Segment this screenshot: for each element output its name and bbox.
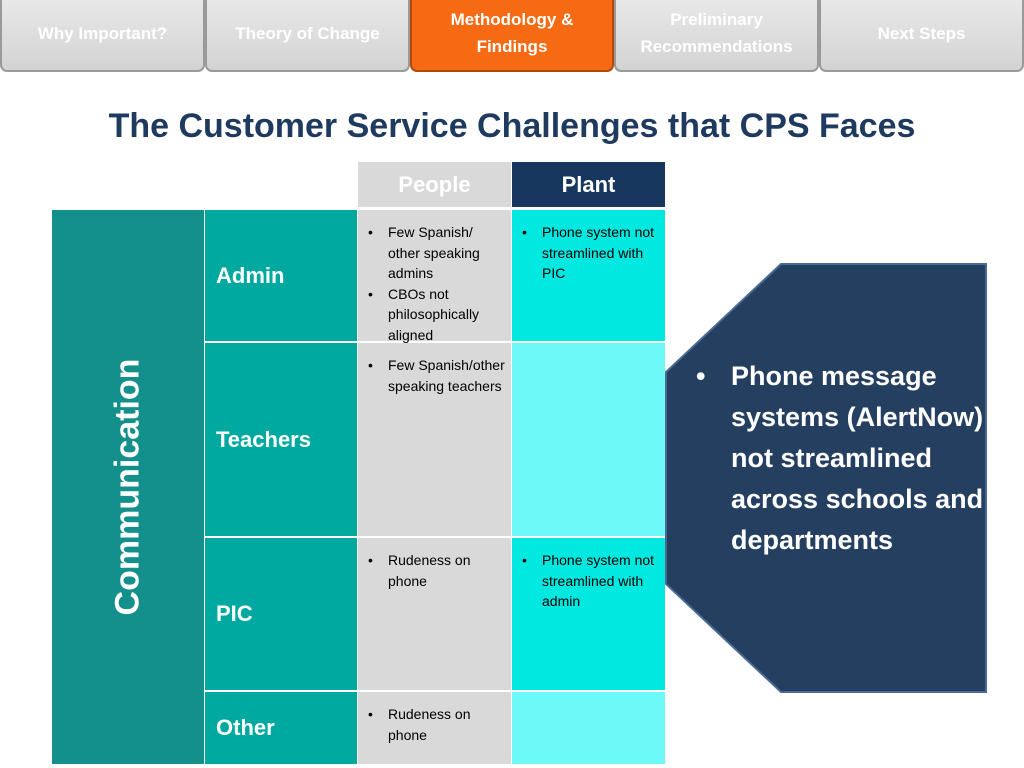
bullet-list: Few Spanish/ other speaking admins CBOs …: [366, 222, 505, 345]
column-header-label: People: [398, 171, 471, 197]
bullet-list: Few Spanish/other speaking teachers: [366, 355, 505, 396]
tab-theory-of-change[interactable]: Theory of Change: [205, 0, 410, 72]
tab-label: Next Steps: [877, 23, 966, 43]
row-label-teachers: Teachers: [205, 343, 357, 536]
row-label-pic: PIC: [205, 538, 357, 690]
group-label: Communication: [108, 358, 147, 616]
row-label-text: Other: [216, 715, 275, 740]
people-cell-teachers: Few Spanish/other speaking teachers: [358, 343, 511, 536]
column-header-plant: Plant: [512, 162, 665, 207]
people-cell-pic: Rudeness on phone: [358, 538, 511, 690]
plant-cell-pic: Phone system not streamlined with admin: [512, 538, 665, 690]
bullet-item: CBOs not philosophically aligned: [366, 284, 505, 346]
bullet-list: Rudeness on phone: [366, 704, 505, 745]
bullet-item: Phone system not streamlined with PIC: [520, 222, 659, 284]
page-title: The Customer Service Challenges that CPS…: [108, 107, 916, 145]
row-label-text: Teachers: [216, 426, 311, 452]
bullet-list: Phone system not streamlined with admin: [520, 550, 659, 612]
plant-cell-admin: Phone system not streamlined with PIC: [512, 210, 665, 341]
bullet-item: Few Spanish/ other speaking admins: [366, 222, 505, 284]
bullet-item: Few Spanish/other speaking teachers: [366, 355, 505, 396]
row-label-other: Other: [205, 692, 357, 764]
callout-bullet: Phone message systems (AlertNow) not str…: [696, 356, 986, 561]
people-cell-admin: Few Spanish/ other speaking admins CBOs …: [358, 210, 511, 343]
tab-why-important[interactable]: Why Important?: [0, 0, 205, 72]
tab-next-steps[interactable]: Next Steps: [819, 0, 1024, 72]
bullet-list: Phone system not streamlined with PIC: [520, 222, 659, 284]
tab-methodology-findings[interactable]: Methodology & Findings: [410, 0, 614, 72]
plant-cell-other: [512, 692, 665, 764]
bullet-item: Rudeness on phone: [366, 550, 505, 591]
column-header-people: People: [358, 162, 511, 207]
tab-label: Theory of Change: [235, 23, 380, 43]
people-cell-other: Rudeness on phone: [358, 692, 511, 764]
tab-preliminary-recommendations[interactable]: Preliminary Recommendations: [614, 0, 819, 72]
bullet-list: Rudeness on phone: [366, 550, 505, 591]
tab-label: Methodology & Findings: [450, 10, 574, 56]
callout-bullet-list: Phone message systems (AlertNow) not str…: [696, 356, 986, 561]
bullet-item: Rudeness on phone: [366, 704, 505, 745]
plant-cell-teachers: [512, 343, 665, 536]
bullet-item: Phone system not streamlined with admin: [520, 550, 659, 612]
column-header-label: Plant: [561, 171, 616, 197]
row-label-text: PIC: [216, 601, 253, 626]
tab-label: Why Important?: [37, 23, 168, 43]
callout-text: Phone message systems (AlertNow) not str…: [696, 356, 986, 561]
section-nav: Why Important? Theory of Change Methodol…: [0, 0, 1024, 74]
group-cell-communication: Communication: [52, 210, 204, 764]
tab-label: Preliminary Recommendations: [640, 10, 793, 56]
row-label-text: Admin: [216, 262, 285, 288]
row-label-admin: Admin: [205, 210, 357, 341]
